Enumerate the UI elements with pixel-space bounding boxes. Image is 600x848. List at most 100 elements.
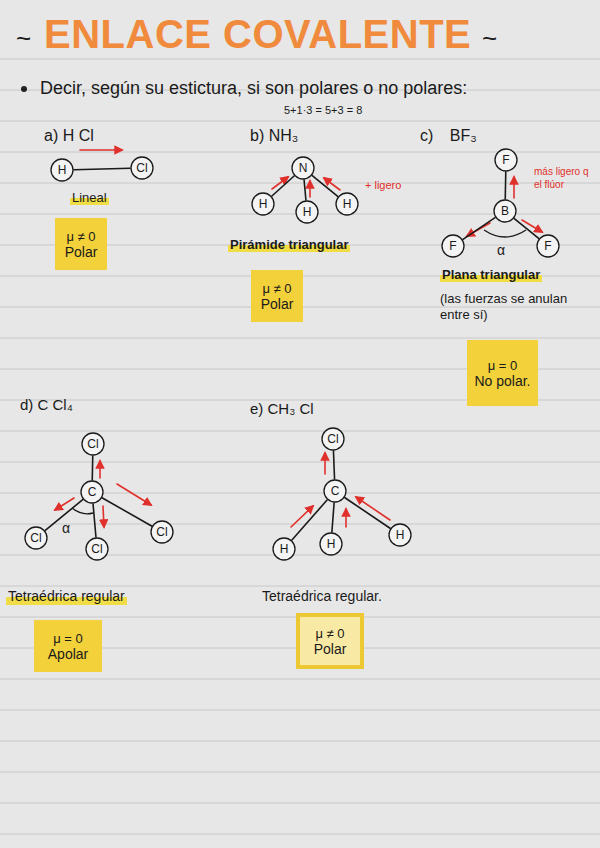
atom-ring: [442, 235, 464, 257]
atom-ring: [151, 521, 173, 543]
atom-circle: Cl: [321, 427, 345, 451]
dipole-arrow: [99, 461, 101, 478]
polarity-box: μ = 0Apolar: [34, 620, 102, 672]
bond-line: [102, 498, 151, 526]
bond-line: [91, 456, 93, 480]
atom-ring: [292, 157, 314, 179]
item-heading: a) H Cl: [44, 126, 94, 146]
dipole-arrow: [291, 506, 313, 527]
atom-circle: H: [50, 158, 74, 182]
angle-label: α: [62, 520, 70, 538]
atom-circle: C: [80, 480, 104, 504]
bond-line: [504, 172, 506, 199]
geometry-name: Lineal: [70, 190, 109, 206]
angle-arc: [72, 508, 93, 514]
polarity-word: Apolar: [48, 646, 88, 662]
atom-ring: [322, 428, 344, 450]
atom-circle: F: [494, 148, 518, 172]
atom-symbol: Cl: [85, 537, 109, 561]
dipole-arrow: [324, 178, 340, 190]
atom-circle: Cl: [130, 156, 154, 180]
polarity-word: Polar: [65, 244, 98, 260]
ruled-line: [0, 121, 600, 122]
atom-circle: N: [291, 156, 315, 180]
ruled-lines: [0, 59, 600, 834]
geometry-name: Tetraédrica regular: [6, 588, 127, 606]
atom-ring: [51, 159, 73, 181]
bond-line: [333, 451, 334, 479]
geometry-name: Plana triangular: [440, 267, 542, 283]
decor-tilde: ~: [482, 22, 497, 55]
dipole-arrows: [55, 150, 542, 527]
atom-ring: [131, 157, 153, 179]
atom-ring: [336, 193, 358, 215]
bond-line: [463, 218, 495, 240]
ruled-line: [0, 431, 600, 432]
dipole-arrow: [513, 177, 515, 198]
atom-symbol: Cl: [130, 156, 154, 180]
item-heading: b) NH₃: [250, 126, 298, 146]
atom-ring: [81, 481, 103, 503]
ruled-line: [0, 524, 600, 525]
angle-arc: [484, 230, 526, 237]
atom-circle: H: [251, 192, 275, 216]
atom-ring: [82, 433, 104, 455]
atom-circle: F: [441, 234, 465, 258]
atom-ring: [252, 193, 274, 215]
atom-circle: H: [319, 532, 343, 556]
atom-symbol: C: [80, 480, 104, 504]
atom-circle: H: [335, 192, 359, 216]
atom-circle: H: [388, 523, 412, 547]
atom-symbol: F: [536, 234, 560, 258]
bond-line: [272, 176, 294, 196]
ruled-line: [0, 462, 600, 463]
dipole-arrow: [103, 506, 104, 527]
atom-ring: [324, 480, 346, 502]
bond-line: [292, 500, 327, 540]
atom-ring: [537, 235, 559, 257]
atom-symbol: H: [295, 200, 319, 224]
ruled-line: [0, 834, 600, 835]
atom-ring: [25, 527, 47, 549]
atom-symbol: Cl: [24, 526, 48, 550]
dipole-arrow: [345, 509, 347, 527]
atom-symbol: F: [441, 234, 465, 258]
atom-symbol: B: [493, 199, 517, 223]
item-heading: c) BF₃: [420, 126, 477, 146]
bullet-dot: [21, 86, 27, 92]
polarity-word: Polar: [314, 641, 347, 657]
atom-circle: C: [323, 479, 347, 503]
atom-ring: [389, 524, 411, 546]
bond-line: [304, 180, 306, 200]
atom-symbol: F: [494, 148, 518, 172]
atom-symbol: C: [323, 479, 347, 503]
atom-symbol: N: [291, 156, 315, 180]
side-note: + ligero: [365, 179, 401, 193]
instruction: Decir, según su estictura, si son polare…: [40, 77, 467, 100]
geometry-name: Tetraédrica regular.: [262, 588, 382, 606]
polarity-box: μ = 0No polar.: [467, 340, 538, 406]
atom-symbol: H: [319, 532, 343, 556]
polarity-box: μ ≠ 0Polar: [296, 613, 364, 669]
atom-ring: [495, 149, 517, 171]
dipole-arrow: [117, 484, 151, 505]
atom-symbol: H: [335, 192, 359, 216]
atom-circle: Cl: [150, 520, 174, 544]
atom-circle: B: [493, 199, 517, 223]
explanation-note: (las fuerzas se anulan entre sí): [440, 291, 580, 324]
atom-circle: Cl: [81, 432, 105, 456]
atom-symbol: H: [388, 523, 412, 547]
side-note: más ligero q el flúor: [534, 166, 596, 191]
polarity-box: μ ≠ 0Polar: [55, 218, 107, 270]
atom-circle: Cl: [85, 537, 109, 561]
ruled-line: [0, 586, 600, 587]
atom-circle: F: [536, 234, 560, 258]
atom-ring: [494, 200, 516, 222]
ruled-line: [0, 710, 600, 711]
dipole-arrow: [80, 149, 122, 151]
dipole-moment: μ = 0: [488, 358, 518, 373]
polarity-word: Polar: [261, 296, 294, 312]
bond-line: [93, 504, 96, 537]
ruled-line: [0, 741, 600, 742]
